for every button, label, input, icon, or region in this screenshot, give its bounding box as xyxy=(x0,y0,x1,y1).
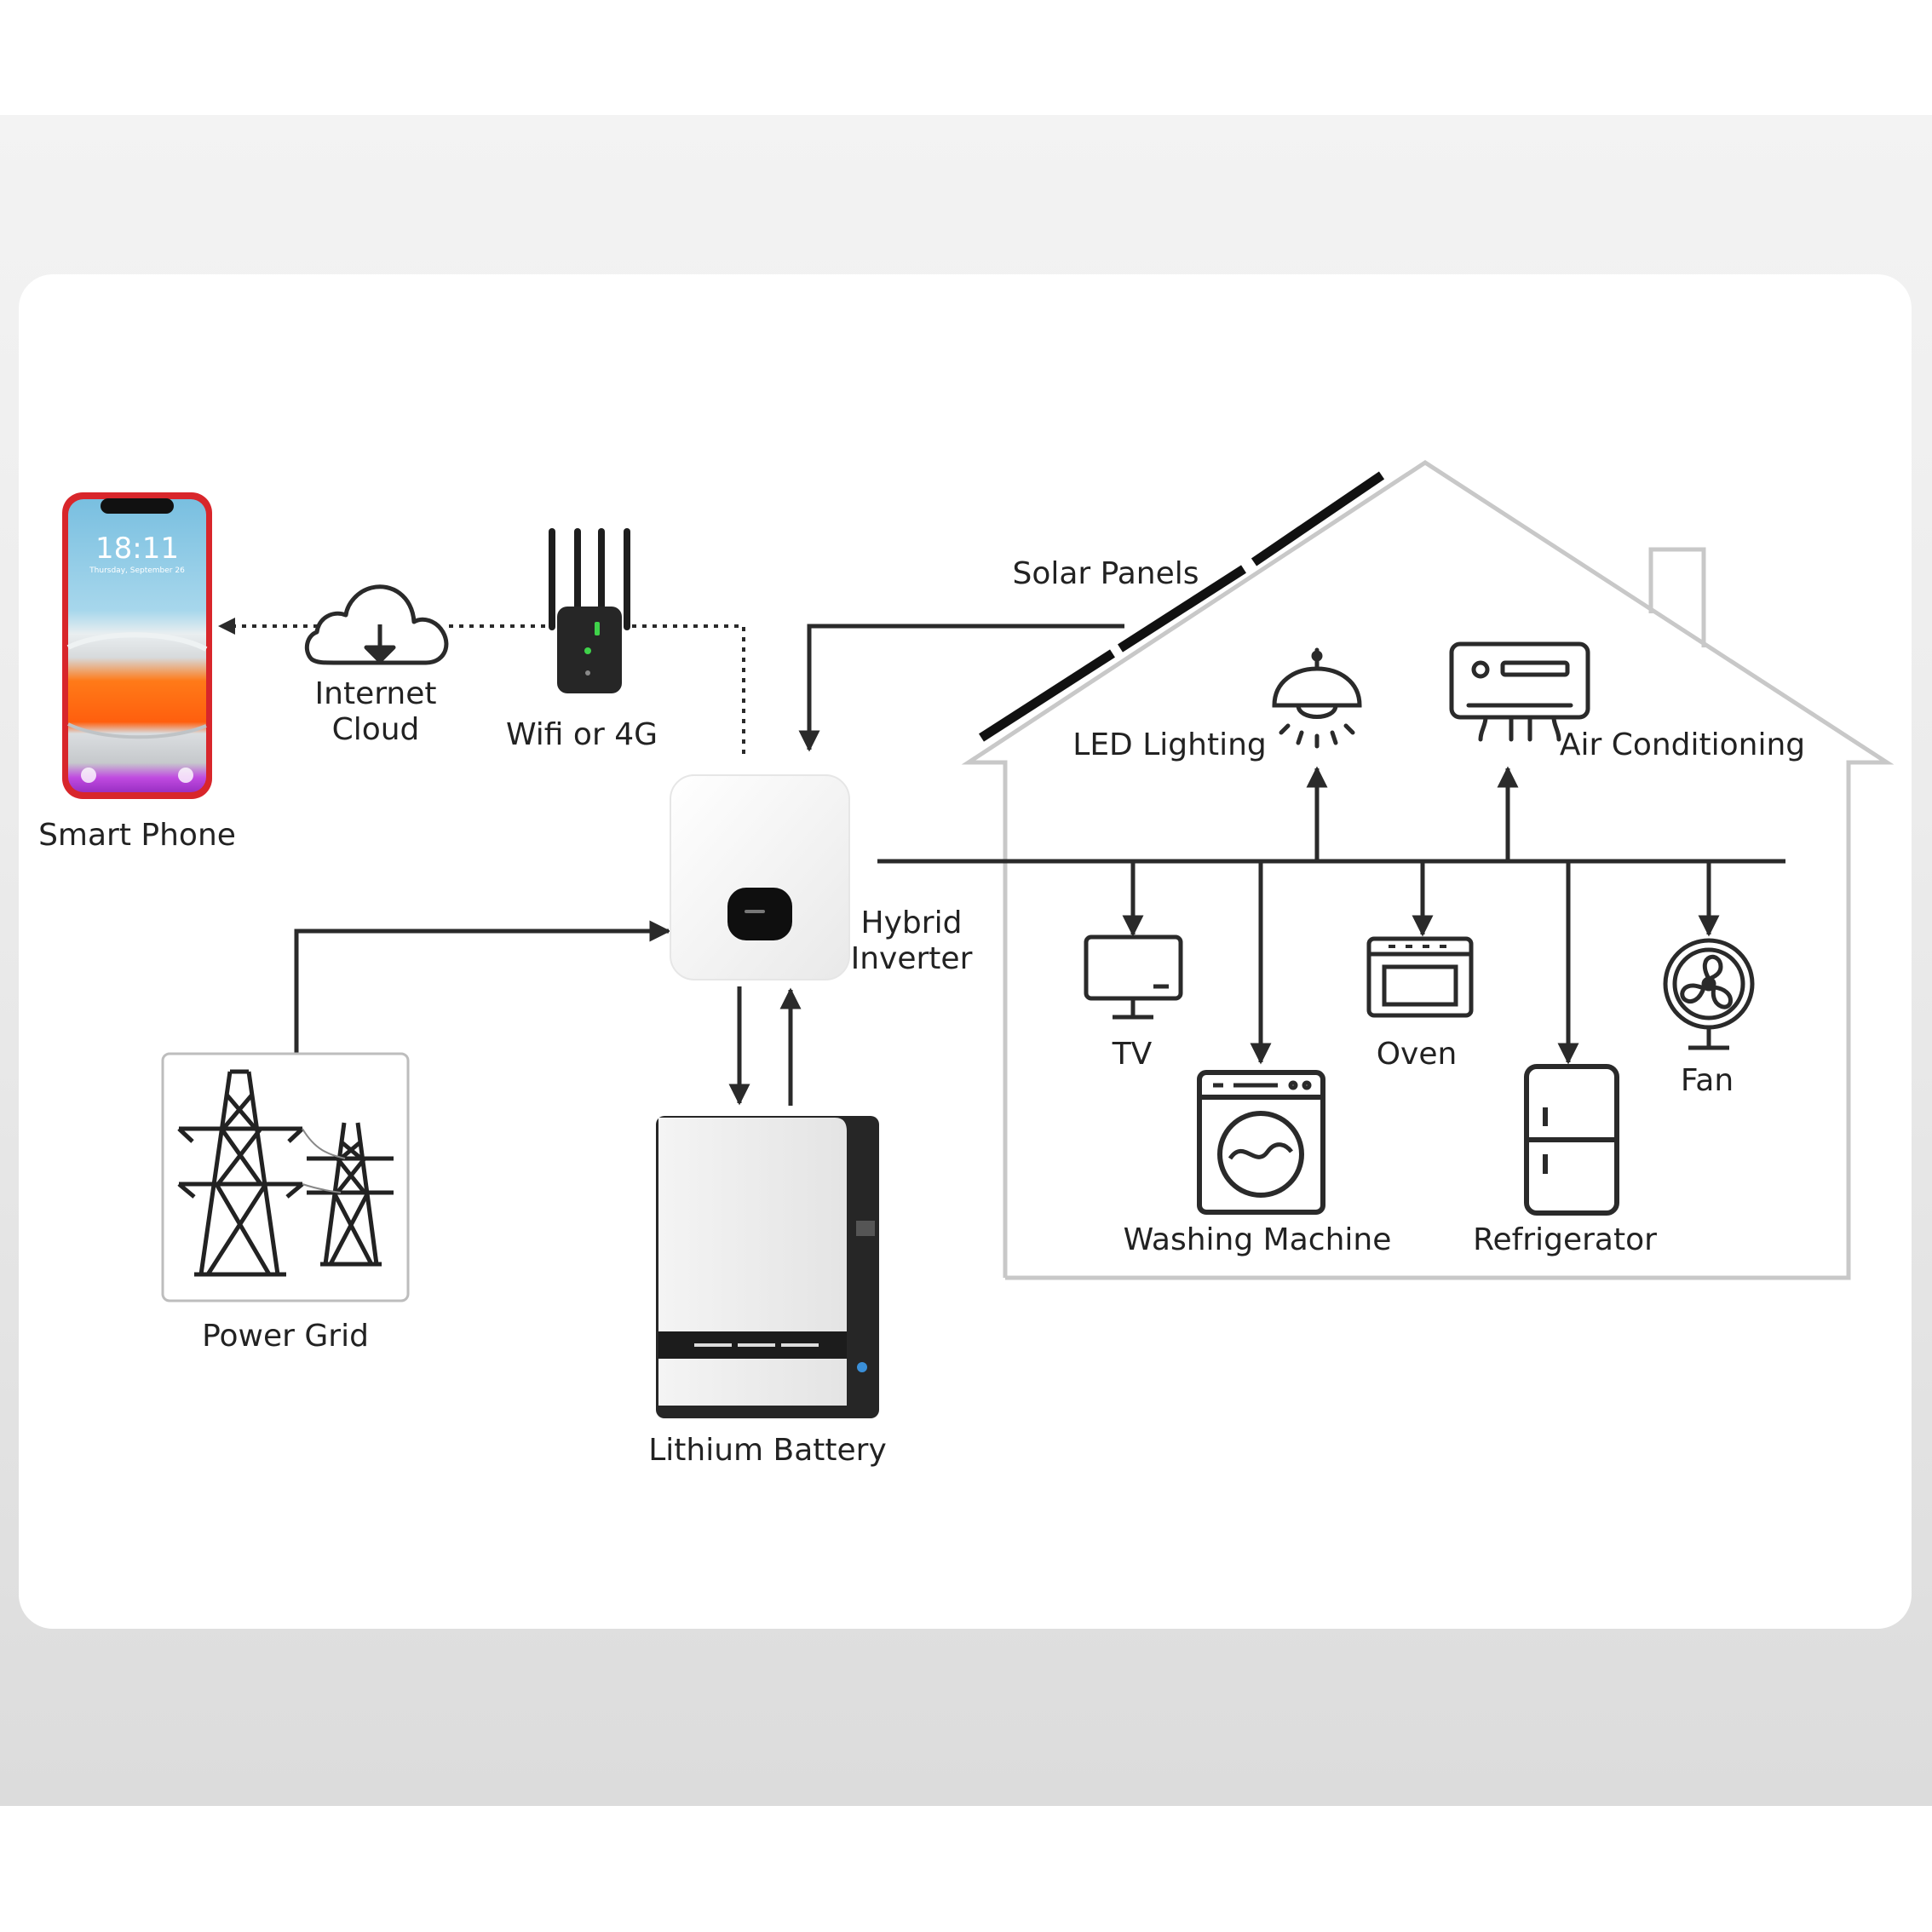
smartphone-icon: 18:11 Thursday, September 26 xyxy=(62,492,212,799)
internet-cloud-label-line2: Cloud xyxy=(331,712,420,747)
smart-phone-label: Smart Phone xyxy=(38,818,236,853)
power-grid-label: Power Grid xyxy=(202,1319,369,1354)
lamp-icon xyxy=(1272,647,1362,749)
power-tower-icon xyxy=(161,1052,410,1302)
diagram-card xyxy=(19,274,1912,1629)
house-outline xyxy=(961,460,1895,1280)
oven-label: Oven xyxy=(1376,1037,1458,1072)
led-lighting-label: LED Lighting xyxy=(1072,727,1267,762)
phone-time: 18:11 xyxy=(95,532,179,566)
cloud-download-icon xyxy=(304,584,449,665)
fan-icon xyxy=(1663,938,1755,1050)
phone-date: Thursday, September 26 xyxy=(89,566,185,575)
wifi-label: Wifi or 4G xyxy=(506,717,658,752)
lithium-battery-label: Lithium Battery xyxy=(648,1433,887,1468)
solar-panel-icon xyxy=(979,471,1385,742)
air-conditioning-label: Air Conditioning xyxy=(1559,727,1806,762)
tv-label: TV xyxy=(1112,1037,1153,1072)
inverter-icon xyxy=(670,774,850,980)
refrigerator-icon xyxy=(1524,1064,1619,1216)
washing-machine-label: Washing Machine xyxy=(1123,1222,1392,1257)
fan-label: Fan xyxy=(1680,1063,1734,1098)
air-conditioner-icon xyxy=(1449,641,1590,742)
solar-panels-label: Solar Panels xyxy=(1012,556,1199,591)
oven-icon xyxy=(1366,936,1474,1018)
washing-machine-icon xyxy=(1197,1070,1325,1215)
hybrid-inverter-label-line2: Inverter xyxy=(850,941,973,976)
refrigerator-label: Refrigerator xyxy=(1473,1222,1657,1257)
internet-cloud-label-line1: Internet xyxy=(314,676,437,711)
tv-icon xyxy=(1084,934,1183,1020)
hybrid-inverter-label-line1: Hybrid xyxy=(860,906,963,940)
data-links xyxy=(218,618,745,754)
wifi-router-icon xyxy=(549,528,630,693)
battery-icon xyxy=(656,1116,879,1418)
connections xyxy=(294,624,1720,1106)
